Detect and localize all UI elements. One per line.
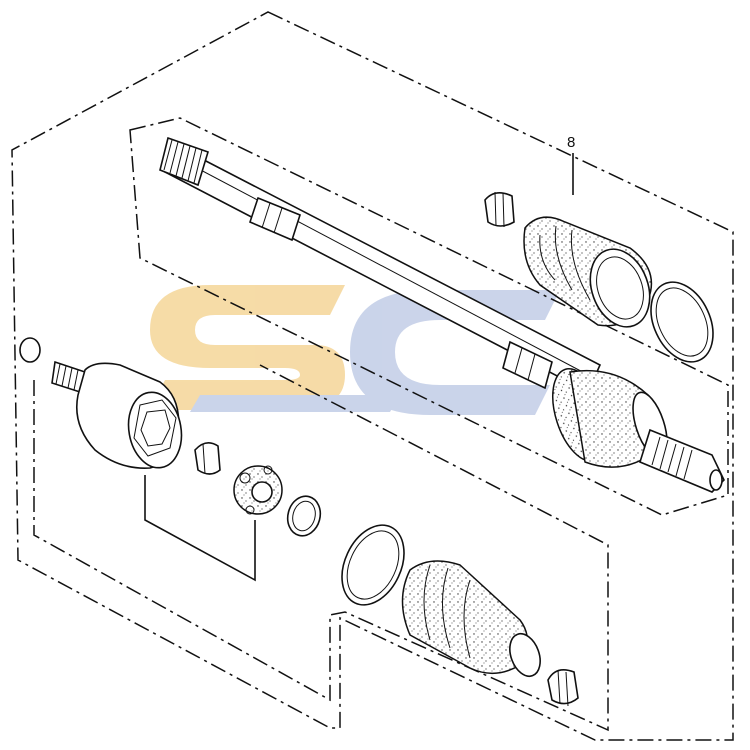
- shaft-group-boundary: [129, 117, 729, 516]
- outer-cv-boot: [552, 368, 668, 468]
- housing-leader: [144, 475, 256, 582]
- retaining-ring: [286, 495, 322, 537]
- large-boot-band-upper: [650, 281, 714, 363]
- outer-cv-stub: [639, 428, 725, 493]
- snap-ring-small: [194, 442, 221, 475]
- outer-boot-spare: [523, 216, 653, 328]
- circlip-ring: [19, 337, 41, 363]
- callout-8-label: 8: [567, 134, 575, 151]
- small-boot-clamp-lower: [547, 669, 579, 707]
- drive-shaft: [159, 136, 602, 394]
- inner-cv-boot: [401, 560, 541, 678]
- large-boot-band-lower: [341, 524, 405, 606]
- outer-assembly-boundary: [11, 11, 734, 741]
- inner-joint-group-boundary: [33, 364, 609, 732]
- tripod-joint-spider: [233, 465, 283, 515]
- watermark-logo: [150, 285, 560, 415]
- inner-cv-joint-housing: [51, 360, 183, 469]
- small-boot-clamp-upper: [484, 191, 515, 228]
